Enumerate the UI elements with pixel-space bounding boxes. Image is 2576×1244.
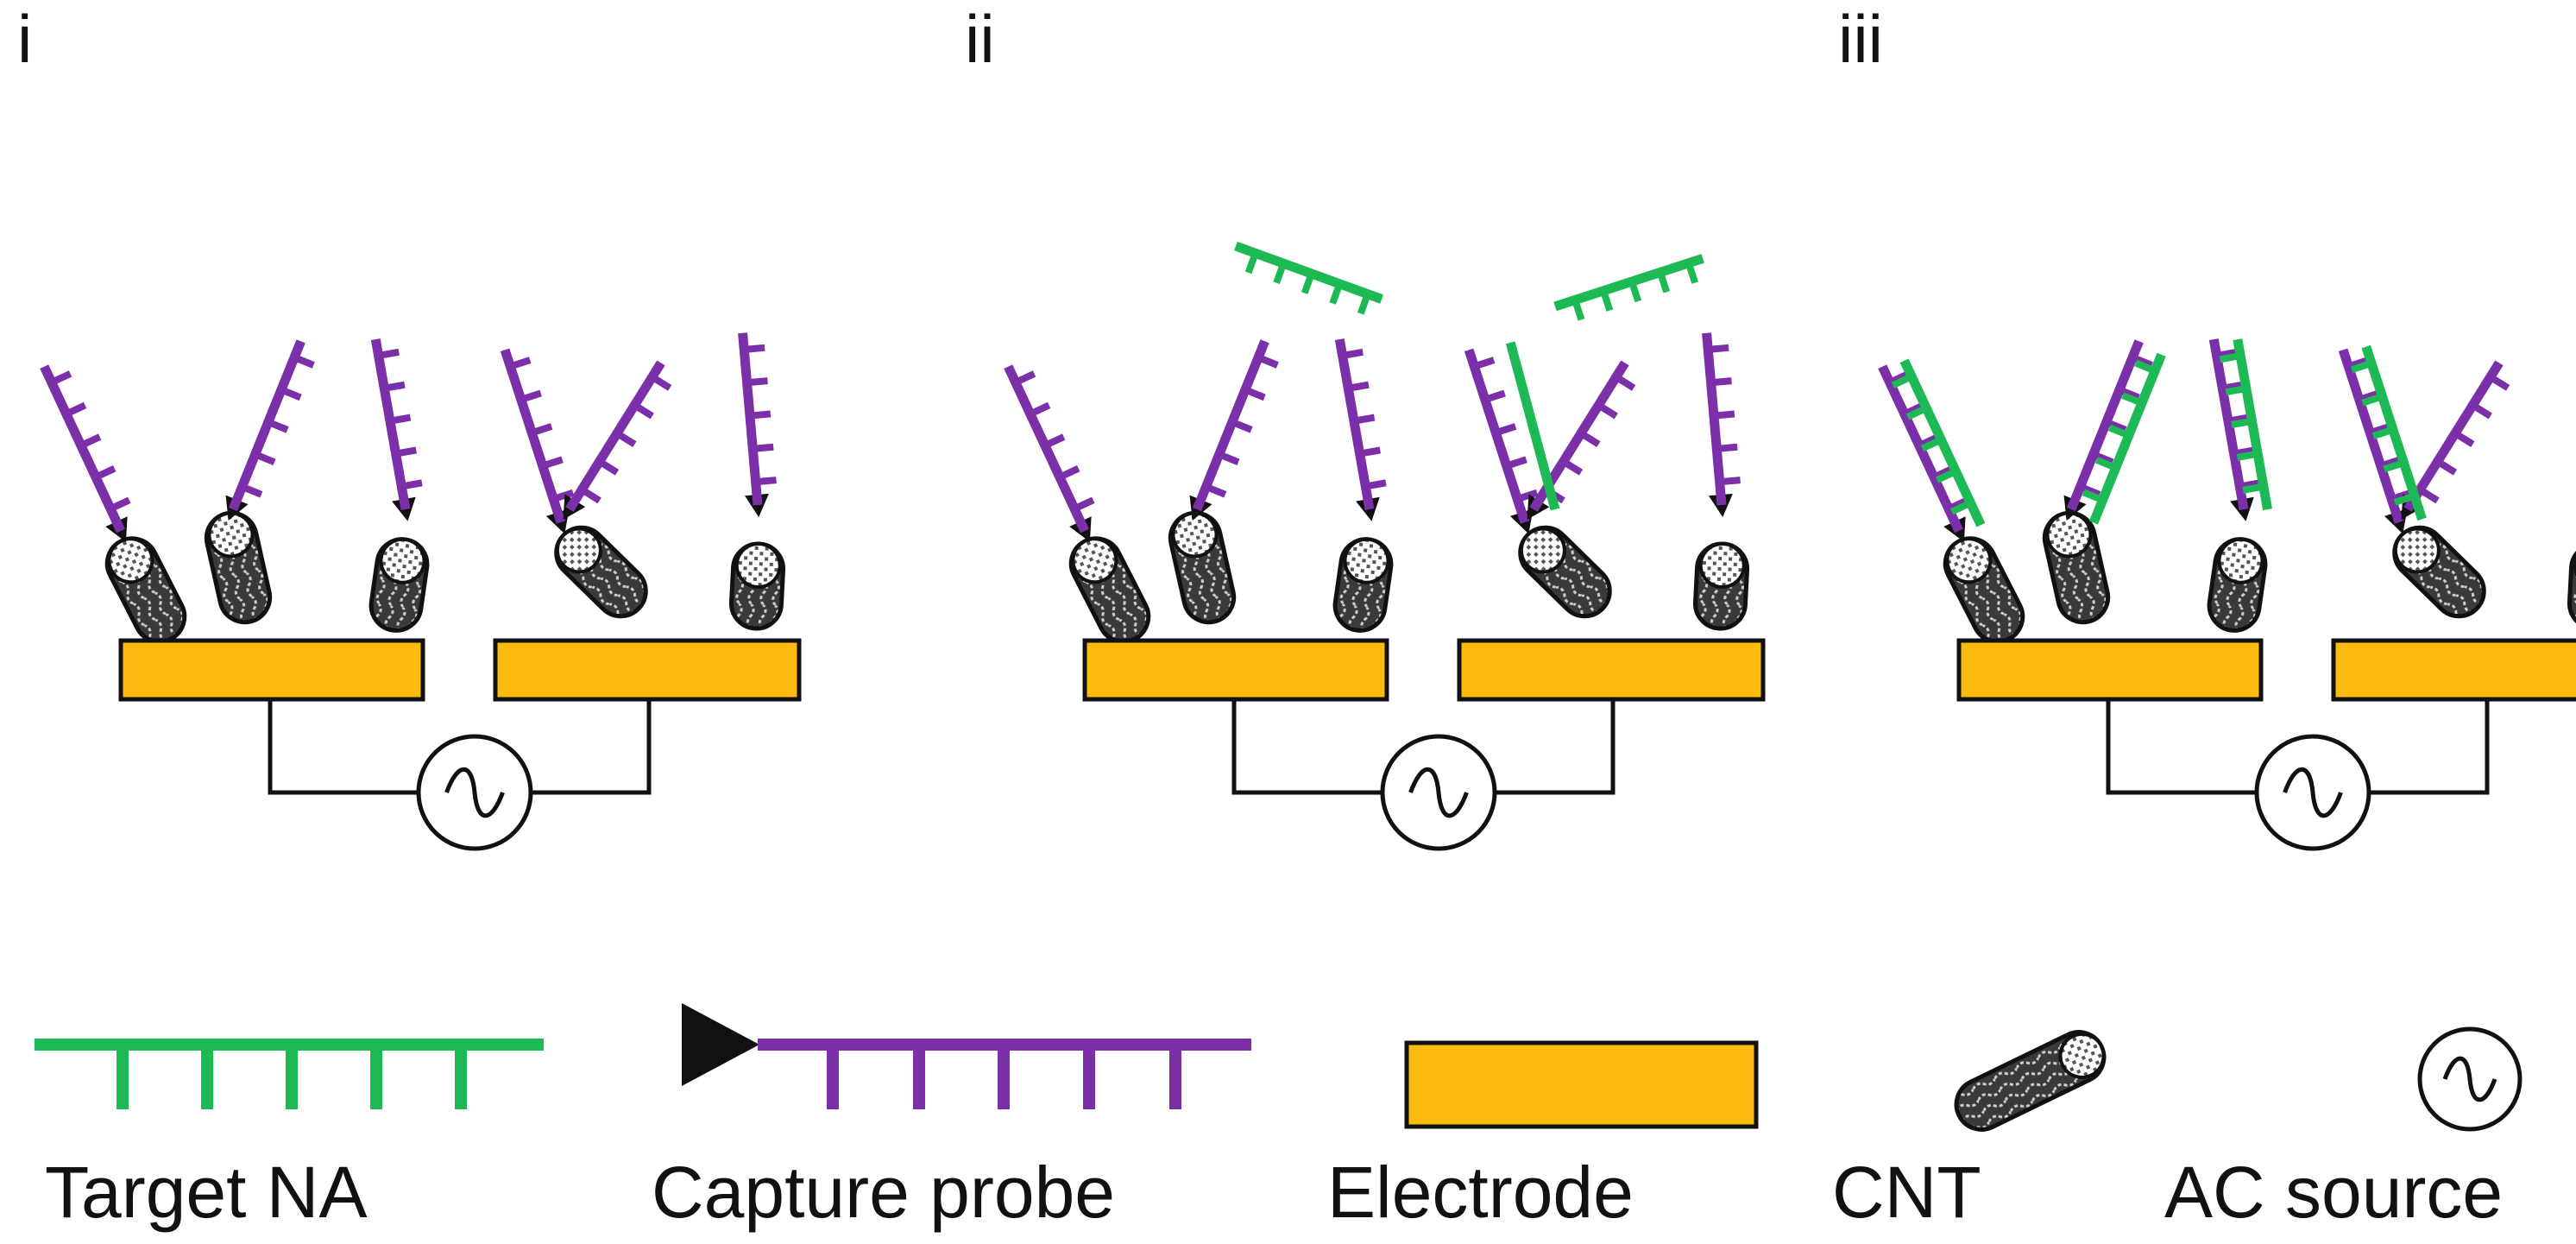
capture-probe-1: [1878, 364, 1969, 534]
free-target-1: [1234, 241, 1384, 315]
cnt-icon-3: [368, 537, 430, 633]
capture-probe-6: [738, 332, 777, 506]
cnt-icon-3: [2207, 537, 2268, 633]
capture-probe-1: [40, 364, 131, 534]
probe-anchor-icon-6: [1709, 493, 1733, 517]
ac-source-icon: [2417, 1026, 2522, 1132]
capture-probe-4: [1464, 348, 1539, 524]
electrode-left: [1956, 638, 2264, 702]
wire-left: [2106, 699, 2257, 795]
panel-iii: [1878, 338, 2576, 851]
capture-probe-2: [2066, 339, 2153, 512]
probe-anchor-icon: [682, 1003, 759, 1086]
probe-anchor-icon-6: [745, 493, 769, 517]
cnt-icon-4: [1518, 525, 1612, 619]
panel-label-iii: iii: [1838, 1, 1883, 77]
cnt-icon-3: [1332, 537, 1394, 633]
capture-probe-4: [500, 348, 575, 524]
panel-label-ii: ii: [965, 1, 995, 77]
electrode-right: [2331, 638, 2576, 702]
ac-source-icon: [416, 734, 533, 851]
legend-label-target: Target NA: [45, 1152, 368, 1233]
cnt-icon-5: [2567, 541, 2576, 631]
bound-target-4: [2350, 344, 2427, 521]
legend-target-na: [35, 1039, 544, 1109]
cnt-icon-2: [2042, 510, 2111, 625]
legend-label-cnt: CNT: [1832, 1152, 1981, 1233]
capture-probe-3: [1334, 338, 1387, 510]
legend-ac-source: [2417, 1026, 2522, 1132]
panel-ii: [1004, 241, 1766, 851]
cnt-icon-2: [1168, 510, 1237, 625]
wire-left: [268, 699, 419, 795]
wire-right: [1495, 699, 1616, 795]
cnt-icon: [1954, 1030, 2107, 1132]
capture-probe-6: [1702, 332, 1741, 506]
capture-probe-1: [1004, 364, 1095, 534]
legend-cnt: [1954, 1030, 2107, 1132]
cnt-icon-4: [2392, 525, 2486, 619]
electrode-left: [1082, 638, 1389, 702]
legend-label-probe: Capture probe: [652, 1152, 1115, 1233]
capture-probe-4: [2338, 348, 2413, 524]
bound-target-3: [2219, 338, 2272, 511]
wire-left: [1231, 699, 1382, 795]
legend-label-ac: AC source: [2164, 1152, 2503, 1233]
legend-capture-probe: [682, 1003, 1251, 1109]
wire-right: [2369, 699, 2490, 795]
ac-source-icon: [2254, 734, 2371, 851]
capture-probe-2: [228, 339, 315, 512]
electrode-right: [493, 638, 802, 702]
legend: Target NA Capture probe Electrode CNT AC…: [35, 1003, 2522, 1233]
cnt-icon-1: [1068, 536, 1151, 644]
cnt-icon-1: [104, 536, 187, 644]
electrode-icon: [1404, 1040, 1759, 1129]
capture-probe-3: [370, 338, 423, 510]
bound-target-1: [1505, 341, 1560, 511]
legend-electrode: [1404, 1040, 1759, 1129]
wire-right: [531, 699, 652, 795]
panel-label-i: i: [17, 1, 32, 77]
bound-target-2: [2082, 352, 2166, 525]
capture-probe-5: [565, 360, 672, 512]
electrode-left: [118, 638, 425, 702]
cnt-icon-2: [204, 510, 273, 625]
cnt-icon-1: [1943, 536, 2025, 644]
cnt-icon-5: [728, 541, 786, 631]
capture-probe-3: [2208, 338, 2261, 510]
legend-label-electrode: Electrode: [1327, 1152, 1634, 1233]
electrode-right: [1457, 638, 1766, 702]
panel-i: [40, 332, 802, 851]
bound-target-1: [1891, 358, 1986, 527]
capture-probe-5: [2403, 360, 2510, 512]
ac-source-icon: [1380, 734, 1497, 851]
free-target-2: [1553, 254, 1704, 321]
capture-probe-2: [1192, 339, 1279, 512]
cnt-icon-5: [1692, 541, 1750, 631]
cnt-icon-4: [554, 525, 648, 619]
